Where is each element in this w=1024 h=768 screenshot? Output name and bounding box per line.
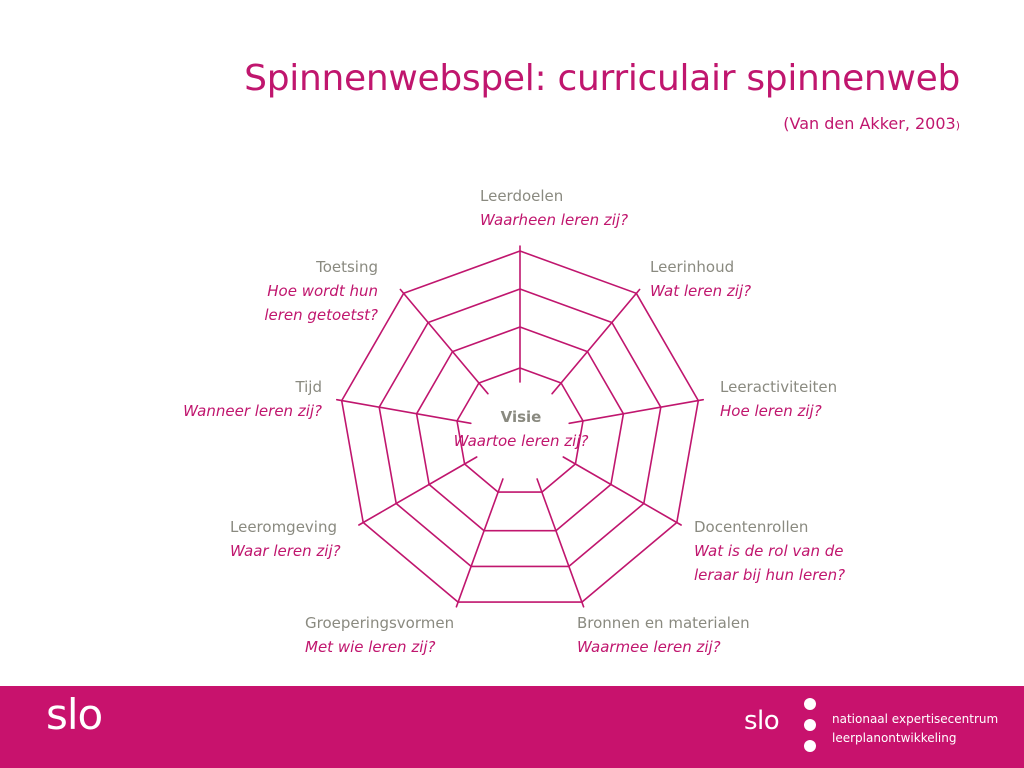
web-spoke xyxy=(399,288,489,395)
web-ring-1-segment xyxy=(463,463,499,493)
component-bronnen-en-materialen: Bronnen en materialen Waarmee leren zij? xyxy=(577,611,750,659)
web-ring-2-segment xyxy=(555,483,612,532)
web-ring-2-segment xyxy=(415,350,454,415)
web-ring-3-segment xyxy=(519,288,613,324)
web-spoke xyxy=(358,456,478,526)
web-ring-3-segment xyxy=(427,288,521,324)
web-ring-3-segment xyxy=(611,321,662,409)
web-ring-1-segment xyxy=(456,420,466,465)
web-spoke xyxy=(455,478,504,608)
slo-small-logo: slo xyxy=(744,706,780,736)
subtitle-citation: (Van den Akker, 2003 xyxy=(783,114,956,133)
component-name: Leerdoelen xyxy=(480,187,564,205)
dot-top xyxy=(804,698,816,710)
web-ring-4-segment xyxy=(675,399,700,524)
footer-text-line1: nationaal expertisecentrum xyxy=(832,712,999,726)
web-ring-3-segment xyxy=(568,502,645,568)
component-docentenrollen: Docentenrollen Wat is de rol van de lera… xyxy=(694,515,845,587)
footer-text-line2: leerplanontwikkeling xyxy=(832,731,957,745)
dot-bottom xyxy=(804,740,816,752)
component-question-line2: leraar bij hun leren? xyxy=(694,566,846,584)
web-ring-4-segment xyxy=(519,250,638,295)
footer-organization: nationaal expertisecentrum leerplanontwi… xyxy=(832,710,998,748)
component-name: Groeperingsvormen xyxy=(305,614,455,632)
center-name: Visie xyxy=(500,408,542,426)
component-name: Toetsing xyxy=(316,258,378,276)
web-ring-2-segment xyxy=(428,483,485,532)
center-visie: Visie Waartoe leren zij? xyxy=(436,405,606,453)
footer-bar: slo slo nationaal expertisecentrum leerp… xyxy=(0,686,1024,768)
component-question-line1: Wat is de rol van de xyxy=(694,542,844,560)
web-spoke xyxy=(536,478,585,608)
component-question: Wanneer leren zij? xyxy=(183,402,322,420)
web-ring-3-segment xyxy=(378,406,398,505)
web-ring-3-segment xyxy=(642,406,662,505)
component-name: Bronnen en materialen xyxy=(577,614,750,632)
component-groeperingsvormen: Groeperingsvormen Met wie leren zij? xyxy=(305,611,454,659)
component-question: Wat leren zij? xyxy=(650,282,752,300)
component-leerinhoud: Leerinhoud Wat leren zij? xyxy=(650,255,751,303)
component-leeromgeving: Leeromgeving Waar leren zij? xyxy=(230,515,341,563)
web-ring-4-segment xyxy=(402,250,521,295)
slo-logo: slo xyxy=(46,690,103,739)
web-ring-4-segment xyxy=(340,292,405,402)
dot-middle xyxy=(804,719,816,731)
web-ring-2-segment xyxy=(519,326,589,353)
web-ring-4-segment xyxy=(362,521,459,603)
component-toetsing: Toetsing Hoe wordt hun leren getoetst? xyxy=(264,255,378,327)
web-ring-2-segment xyxy=(415,412,430,486)
web-ring-2-segment xyxy=(451,326,521,353)
component-tijd: Tijd Wanneer leren zij? xyxy=(183,375,322,423)
web-ring-1-segment xyxy=(560,382,584,422)
web-ring-1-segment xyxy=(478,367,521,384)
web-ring-3-segment xyxy=(395,502,472,568)
web-ring-1-segment xyxy=(456,382,480,422)
slide-title: Spinnenwebspel: curriculair spinnenweb xyxy=(244,58,960,99)
component-name: Leerinhoud xyxy=(650,258,735,276)
component-question: Met wie leren zij? xyxy=(305,638,436,656)
web-spoke xyxy=(568,398,705,425)
web-ring-1-segment xyxy=(541,463,577,493)
web-spoke xyxy=(335,398,472,425)
web-ring-4-segment xyxy=(635,292,700,402)
component-question: Waarheen leren zij? xyxy=(480,211,629,229)
component-name: Tijd xyxy=(295,378,322,396)
component-question: Waar leren zij? xyxy=(230,542,341,560)
web-ring-1-segment xyxy=(574,420,584,465)
web-ring-4-segment xyxy=(340,399,365,524)
component-question: Hoe leren zij? xyxy=(720,402,822,420)
slide-subtitle: (Van den Akker, 2003) xyxy=(783,114,960,133)
web-ring-2-segment xyxy=(610,412,625,486)
web-spoke xyxy=(562,456,682,526)
web-spoke xyxy=(551,288,641,395)
component-name: Docentenrollen xyxy=(694,518,809,536)
component-leeractiviteiten: Leeractiviteiten Hoe leren zij? xyxy=(720,375,837,423)
subtitle-citation-close: ) xyxy=(955,119,960,132)
component-leerdoelen: Leerdoelen Waarheen leren zij? xyxy=(480,184,628,232)
component-question: Waarmee leren zij? xyxy=(577,638,721,656)
web-ring-4-segment xyxy=(581,521,678,603)
center-question: Waartoe leren zij? xyxy=(453,432,589,450)
web-ring-2-segment xyxy=(586,350,625,415)
slo-dots-icon xyxy=(803,698,817,758)
component-question-line1: Hoe wordt hun xyxy=(267,282,378,300)
component-question-line2: leren getoetst? xyxy=(264,306,378,324)
web-ring-1-segment xyxy=(519,367,562,384)
component-name: Leeractiviteiten xyxy=(720,378,838,396)
web-ring-3-segment xyxy=(378,321,429,409)
component-name: Leeromgeving xyxy=(230,518,337,536)
